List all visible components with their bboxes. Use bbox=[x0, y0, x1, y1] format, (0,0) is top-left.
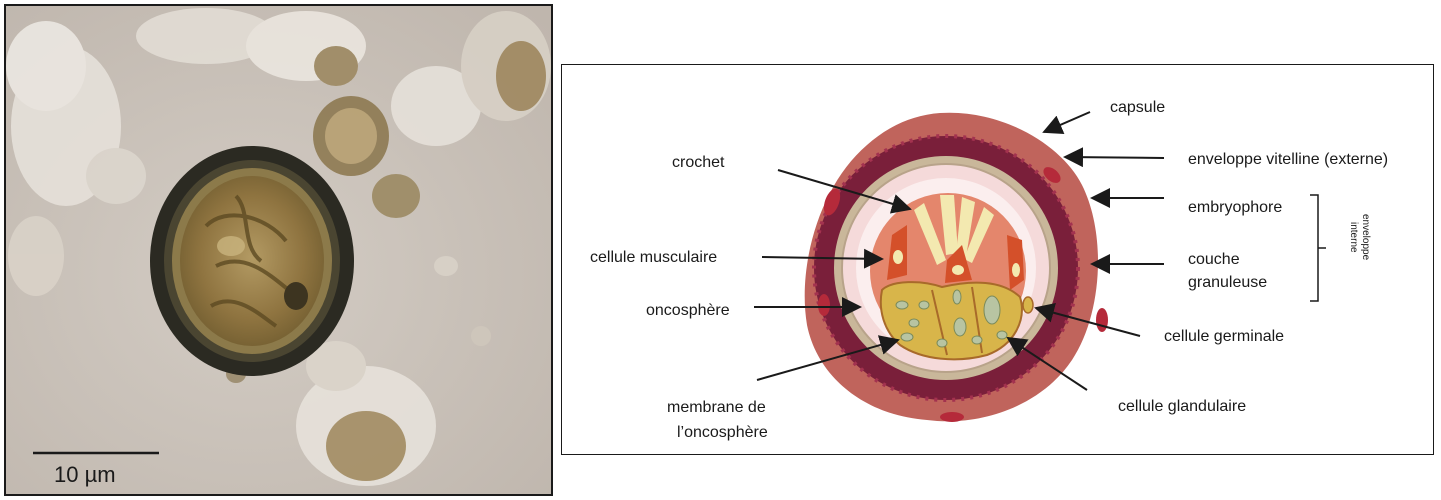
egg-micrograph bbox=[150, 146, 354, 376]
micrograph-panel: 10 µm bbox=[4, 4, 553, 496]
label-enveloppe-interne-line2: interne bbox=[1348, 222, 1359, 253]
label-cellule-glandulaire: cellule glandulaire bbox=[1118, 398, 1246, 415]
label-couche-line2: granuleuse bbox=[1188, 274, 1267, 291]
micrograph-image: 10 µm bbox=[6, 6, 551, 494]
diagram-panel: capsule enveloppe vitelline (externe) em… bbox=[561, 64, 1434, 455]
interne-bracket bbox=[1310, 195, 1326, 301]
label-oncosphere: oncosphère bbox=[646, 302, 730, 319]
label-capsule: capsule bbox=[1110, 99, 1165, 116]
egg-cross-section bbox=[805, 113, 1108, 422]
label-enveloppe-vitelline: enveloppe vitelline (externe) bbox=[1188, 151, 1388, 168]
label-cellule-germinale: cellule germinale bbox=[1164, 328, 1284, 345]
label-embryophore: embryophore bbox=[1188, 199, 1282, 216]
label-enveloppe-interne-line1: enveloppe bbox=[1360, 214, 1371, 261]
label-membrane-line1: membrane de bbox=[667, 399, 766, 416]
label-cellule-musculaire: cellule musculaire bbox=[590, 249, 717, 266]
label-crochet: crochet bbox=[672, 154, 725, 171]
scale-bar-label: 10 µm bbox=[54, 462, 116, 487]
label-membrane-line2: l’oncosphère bbox=[677, 424, 768, 441]
egg-diagram: capsule enveloppe vitelline (externe) em… bbox=[562, 65, 1432, 453]
label-couche-line1: couche bbox=[1188, 251, 1240, 268]
